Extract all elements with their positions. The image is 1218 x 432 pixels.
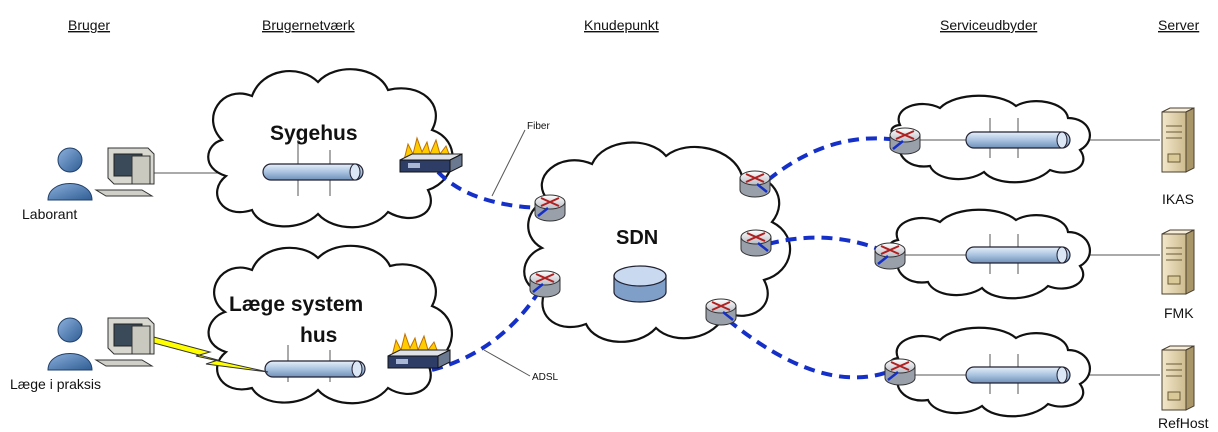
person-icon — [47, 147, 93, 201]
backbone-gp — [264, 345, 366, 382]
header-provider: Serviceudbyder — [940, 17, 1038, 33]
router-icon — [739, 170, 771, 198]
firewalls — [387, 136, 463, 369]
router-icon — [874, 242, 906, 270]
router-icon — [705, 298, 737, 326]
computer-icon — [94, 317, 155, 367]
backbone-provider-2 — [896, 234, 1071, 274]
person-icon — [47, 317, 93, 371]
router-icon — [534, 194, 566, 222]
servers — [1161, 107, 1195, 411]
user-label-gp: Læge i praksis — [10, 376, 101, 392]
server-icon — [1161, 345, 1195, 411]
header-user-network: Brugernetværk — [262, 17, 356, 33]
firewall-icon — [399, 136, 463, 173]
server-label: FMK — [1164, 305, 1194, 321]
backbone-hospital — [262, 140, 364, 196]
cloud-label-gp-line1: Læge system — [229, 293, 363, 316]
server-label: IKAS — [1162, 191, 1194, 207]
server-label: RefHost — [1158, 415, 1209, 431]
router-icon — [889, 127, 921, 155]
lightning-icon — [149, 335, 269, 373]
backbones — [262, 118, 1071, 394]
link-label-adsl: ADSL — [532, 372, 559, 383]
server-icon — [1161, 229, 1195, 295]
router-icon — [740, 229, 772, 257]
backbone-provider-1 — [896, 118, 1071, 158]
sdn-hub — [613, 265, 667, 303]
server-icon — [1161, 107, 1195, 173]
link-label-fiber: Fiber — [527, 121, 550, 132]
user-gp — [47, 317, 155, 371]
cloud-label-hospital: Sygehus — [270, 122, 358, 145]
routers — [529, 127, 921, 386]
cloud-hospital — [207, 68, 454, 229]
router-icon — [884, 358, 916, 386]
dashed-links — [431, 136, 899, 380]
header-user: Bruger — [68, 17, 110, 33]
computer-icon — [94, 147, 155, 197]
header-server: Server — [1158, 17, 1200, 33]
firewall-icon — [387, 332, 451, 369]
header-node: Knudepunkt — [584, 17, 659, 33]
user-laborant — [47, 147, 155, 201]
cloud-label-gp-line2: hus — [300, 324, 337, 347]
router-icon — [529, 270, 561, 298]
cloud-label-sdn: SDN — [616, 227, 658, 249]
user-label-lab: Laborant — [22, 206, 77, 222]
